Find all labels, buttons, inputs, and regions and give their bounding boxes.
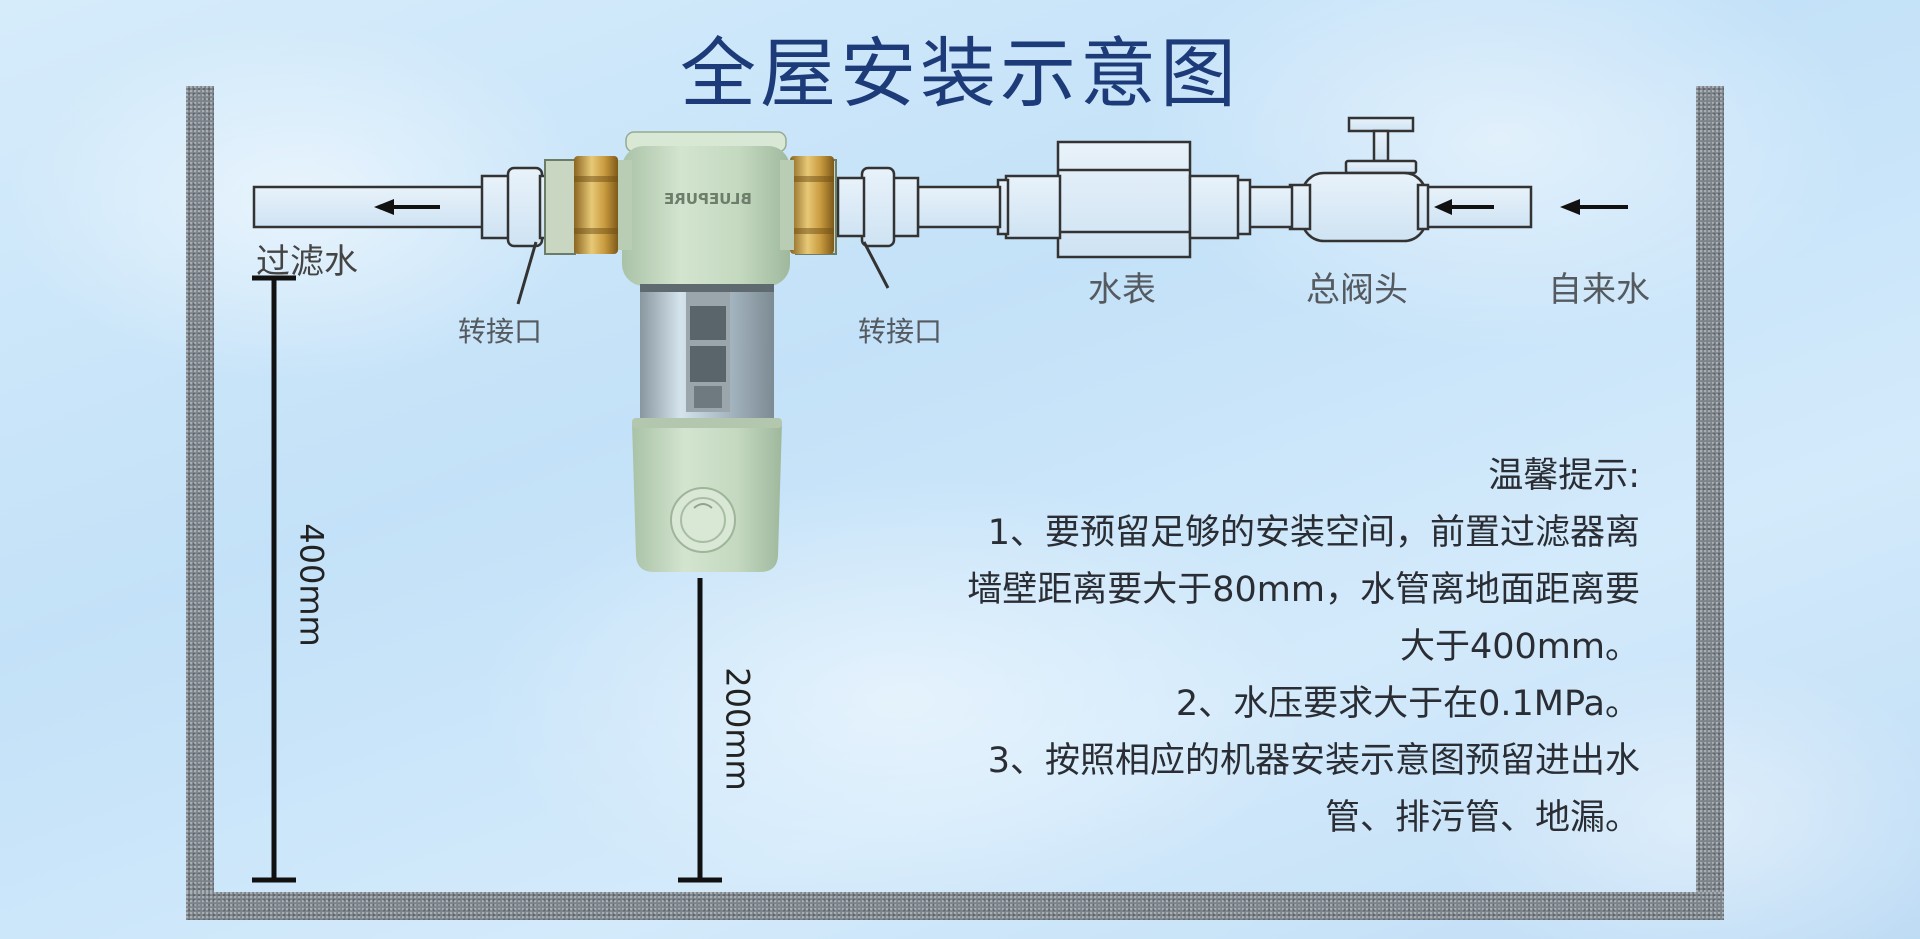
pipe-segment — [1234, 178, 1294, 236]
dim-200mm-line — [678, 578, 722, 883]
left-brass-nut — [544, 156, 618, 255]
right-brass-nut — [790, 156, 837, 255]
brand-logo-text: BLUEPURE — [664, 190, 752, 208]
dim-400mm-line — [252, 275, 296, 883]
dim-400mm-text: 400mm — [292, 523, 331, 647]
left-wall — [186, 86, 214, 920]
inlet-pipe — [1423, 185, 1533, 229]
tap-water-label: 自来水 — [1548, 270, 1650, 310]
right-adapter-label: 转接口 — [858, 315, 943, 348]
right-adapter-pointer — [862, 241, 890, 289]
dim-200mm-text: 200mm — [718, 667, 757, 791]
right-wall — [1696, 86, 1724, 920]
left-adapter-pointer — [516, 241, 538, 305]
pipe-segment-2 — [836, 166, 1002, 248]
inlet-arrow — [1560, 199, 1628, 215]
tips-panel: 温馨提示: 1、要预留足够的安装空间，前置过滤器离 墙壁距离要大于80mm，水管… — [880, 448, 1640, 847]
main-valve-label: 总阀头 — [1306, 270, 1408, 310]
diagram-title: 全屋安装示意图 — [680, 29, 1240, 118]
floor — [186, 892, 1724, 920]
filtered-water-label: 过滤水 — [256, 242, 358, 282]
pre-filter — [618, 131, 794, 572]
tips-heading: 温馨提示: — [1488, 456, 1640, 496]
main-valve — [1288, 116, 1430, 243]
tip-line: 管、排污管、地漏。 — [1324, 798, 1640, 838]
tip-line: 大于400mm。 — [1400, 627, 1640, 667]
water-meter-label: 水表 — [1088, 270, 1156, 310]
tip-line: 1、要预留足够的安装空间，前置过滤器离 — [987, 513, 1640, 553]
tip-line: 2、水压要求大于在0.1MPa。 — [1175, 684, 1640, 724]
tip-line: 3、按照相应的机器安装示意图预留进出水 — [987, 741, 1640, 781]
water-meter — [996, 140, 1240, 259]
tip-line: 墙壁距离要大于80mm，水管离地面距离要 — [967, 570, 1640, 610]
left-adapter-label: 转接口 — [458, 315, 543, 348]
outlet-arrow — [374, 199, 440, 215]
